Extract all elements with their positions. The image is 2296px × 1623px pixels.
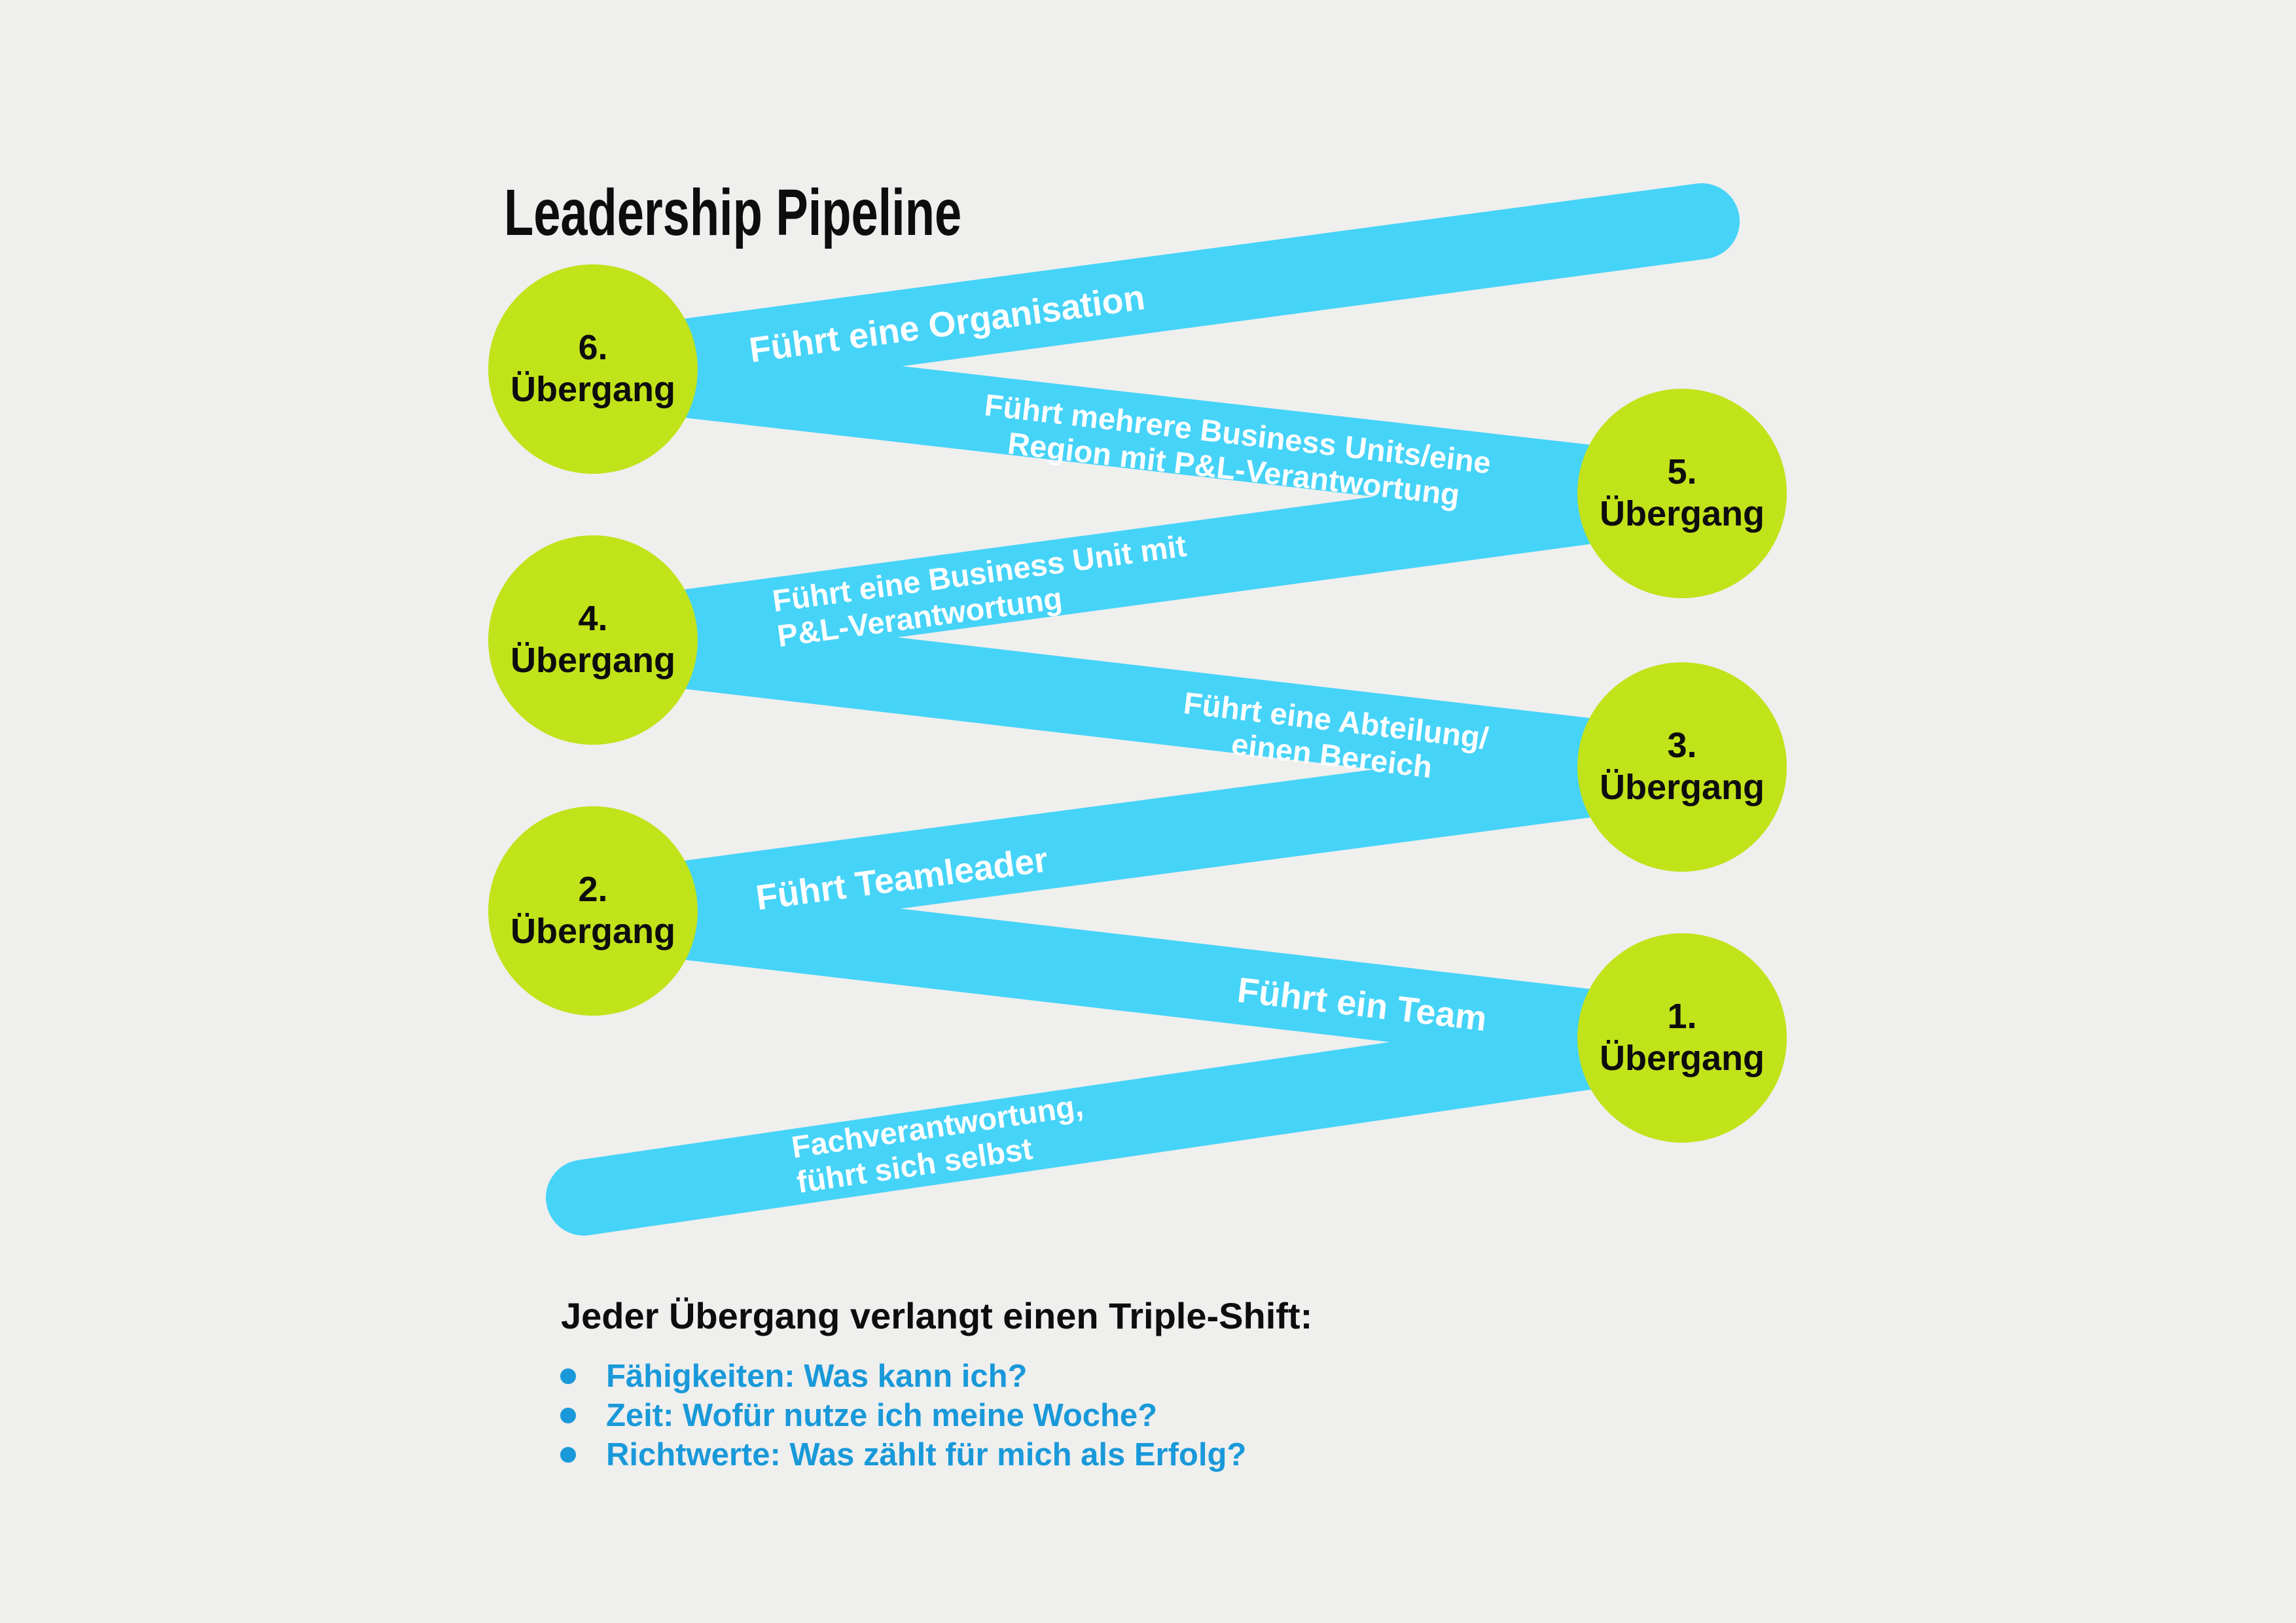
transition-word: Übergang <box>510 370 676 409</box>
bullet-dot-icon <box>560 1447 576 1463</box>
transition-word: Übergang <box>1599 1039 1765 1078</box>
transition-label-1: 1. Übergang <box>1577 933 1787 1143</box>
transition-circle-5 <box>1577 389 1787 598</box>
transition-number: 4. <box>578 599 608 639</box>
bullet-text: Richtwerte: Was zählt für mich als Erfol… <box>606 1437 1247 1472</box>
transition-label-4: 4. Übergang <box>488 535 698 745</box>
bullet-item-faehigkeiten: Fähigkeiten: Was kann ich? <box>560 1357 1027 1396</box>
transition-label-3: 3. Übergang <box>1577 662 1787 872</box>
transition-word: Übergang <box>1599 768 1765 807</box>
transition-circle-2 <box>488 806 698 1016</box>
transition-word: Übergang <box>1599 494 1765 533</box>
bullet-dot-icon <box>560 1368 576 1384</box>
bullet-dot-icon <box>560 1408 576 1423</box>
transition-number: 2. <box>578 870 608 910</box>
transition-circle-4 <box>488 535 698 745</box>
bullet-item-richtwerte: Richtwerte: Was zählt für mich als Erfol… <box>560 1435 1246 1474</box>
transition-word: Übergang <box>510 641 676 680</box>
transition-number: 6. <box>578 328 608 368</box>
bullet-text: Fähigkeiten: Was kann ich? <box>606 1359 1028 1394</box>
triple-shift-heading: Jeder Übergang verlangt einen Triple-Shi… <box>561 1295 1313 1336</box>
pipeline-zigzag-ribbon <box>546 183 1740 1236</box>
transition-number: 3. <box>1667 726 1697 766</box>
transition-circle-1 <box>1577 933 1787 1143</box>
transition-label-5: 5. Übergang <box>1577 389 1787 598</box>
transition-number: 5. <box>1667 452 1697 492</box>
page-title: Leadership Pipeline <box>504 176 962 249</box>
transition-word: Übergang <box>510 912 676 951</box>
transition-number: 1. <box>1667 997 1697 1037</box>
bullet-item-zeit: Zeit: Wofür nutze ich meine Woche? <box>560 1396 1157 1435</box>
transition-label-6: 6. Übergang <box>488 264 698 474</box>
transition-circle-3 <box>1577 662 1787 872</box>
bullet-text: Zeit: Wofür nutze ich meine Woche? <box>606 1398 1158 1433</box>
transition-label-2: 2. Übergang <box>488 806 698 1016</box>
transition-circle-6 <box>488 264 698 474</box>
